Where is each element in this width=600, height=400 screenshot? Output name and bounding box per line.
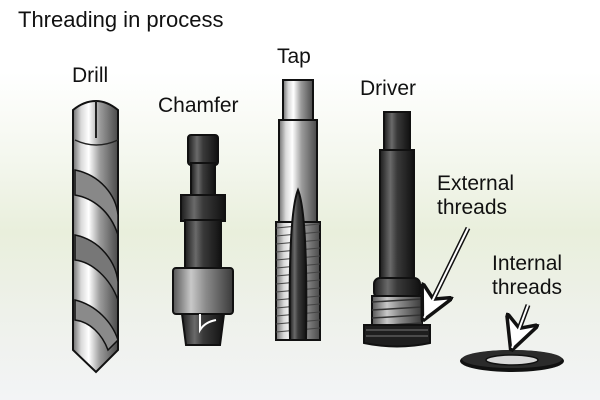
drill-bit (72, 99, 119, 374)
internal-threads-label: Internal threads (492, 252, 562, 300)
internal-threads-nut (460, 350, 564, 372)
driver-label: Driver (360, 77, 416, 100)
chamfer-tool (172, 134, 234, 346)
tap-label: Tap (277, 45, 311, 68)
internal-threads-line2: threads (492, 276, 563, 299)
external-threads-line2: threads (437, 196, 508, 219)
external-threads-label: External threads (437, 172, 514, 220)
internal-threads-line1: Internal (492, 252, 563, 275)
external-threads-line1: External (437, 172, 515, 195)
tap-tool (275, 79, 321, 341)
chamfer-label: Chamfer (158, 94, 239, 117)
driver-tool (363, 111, 431, 348)
drill-label: Drill (72, 64, 109, 87)
diagram-title: Threading in process (18, 7, 224, 32)
